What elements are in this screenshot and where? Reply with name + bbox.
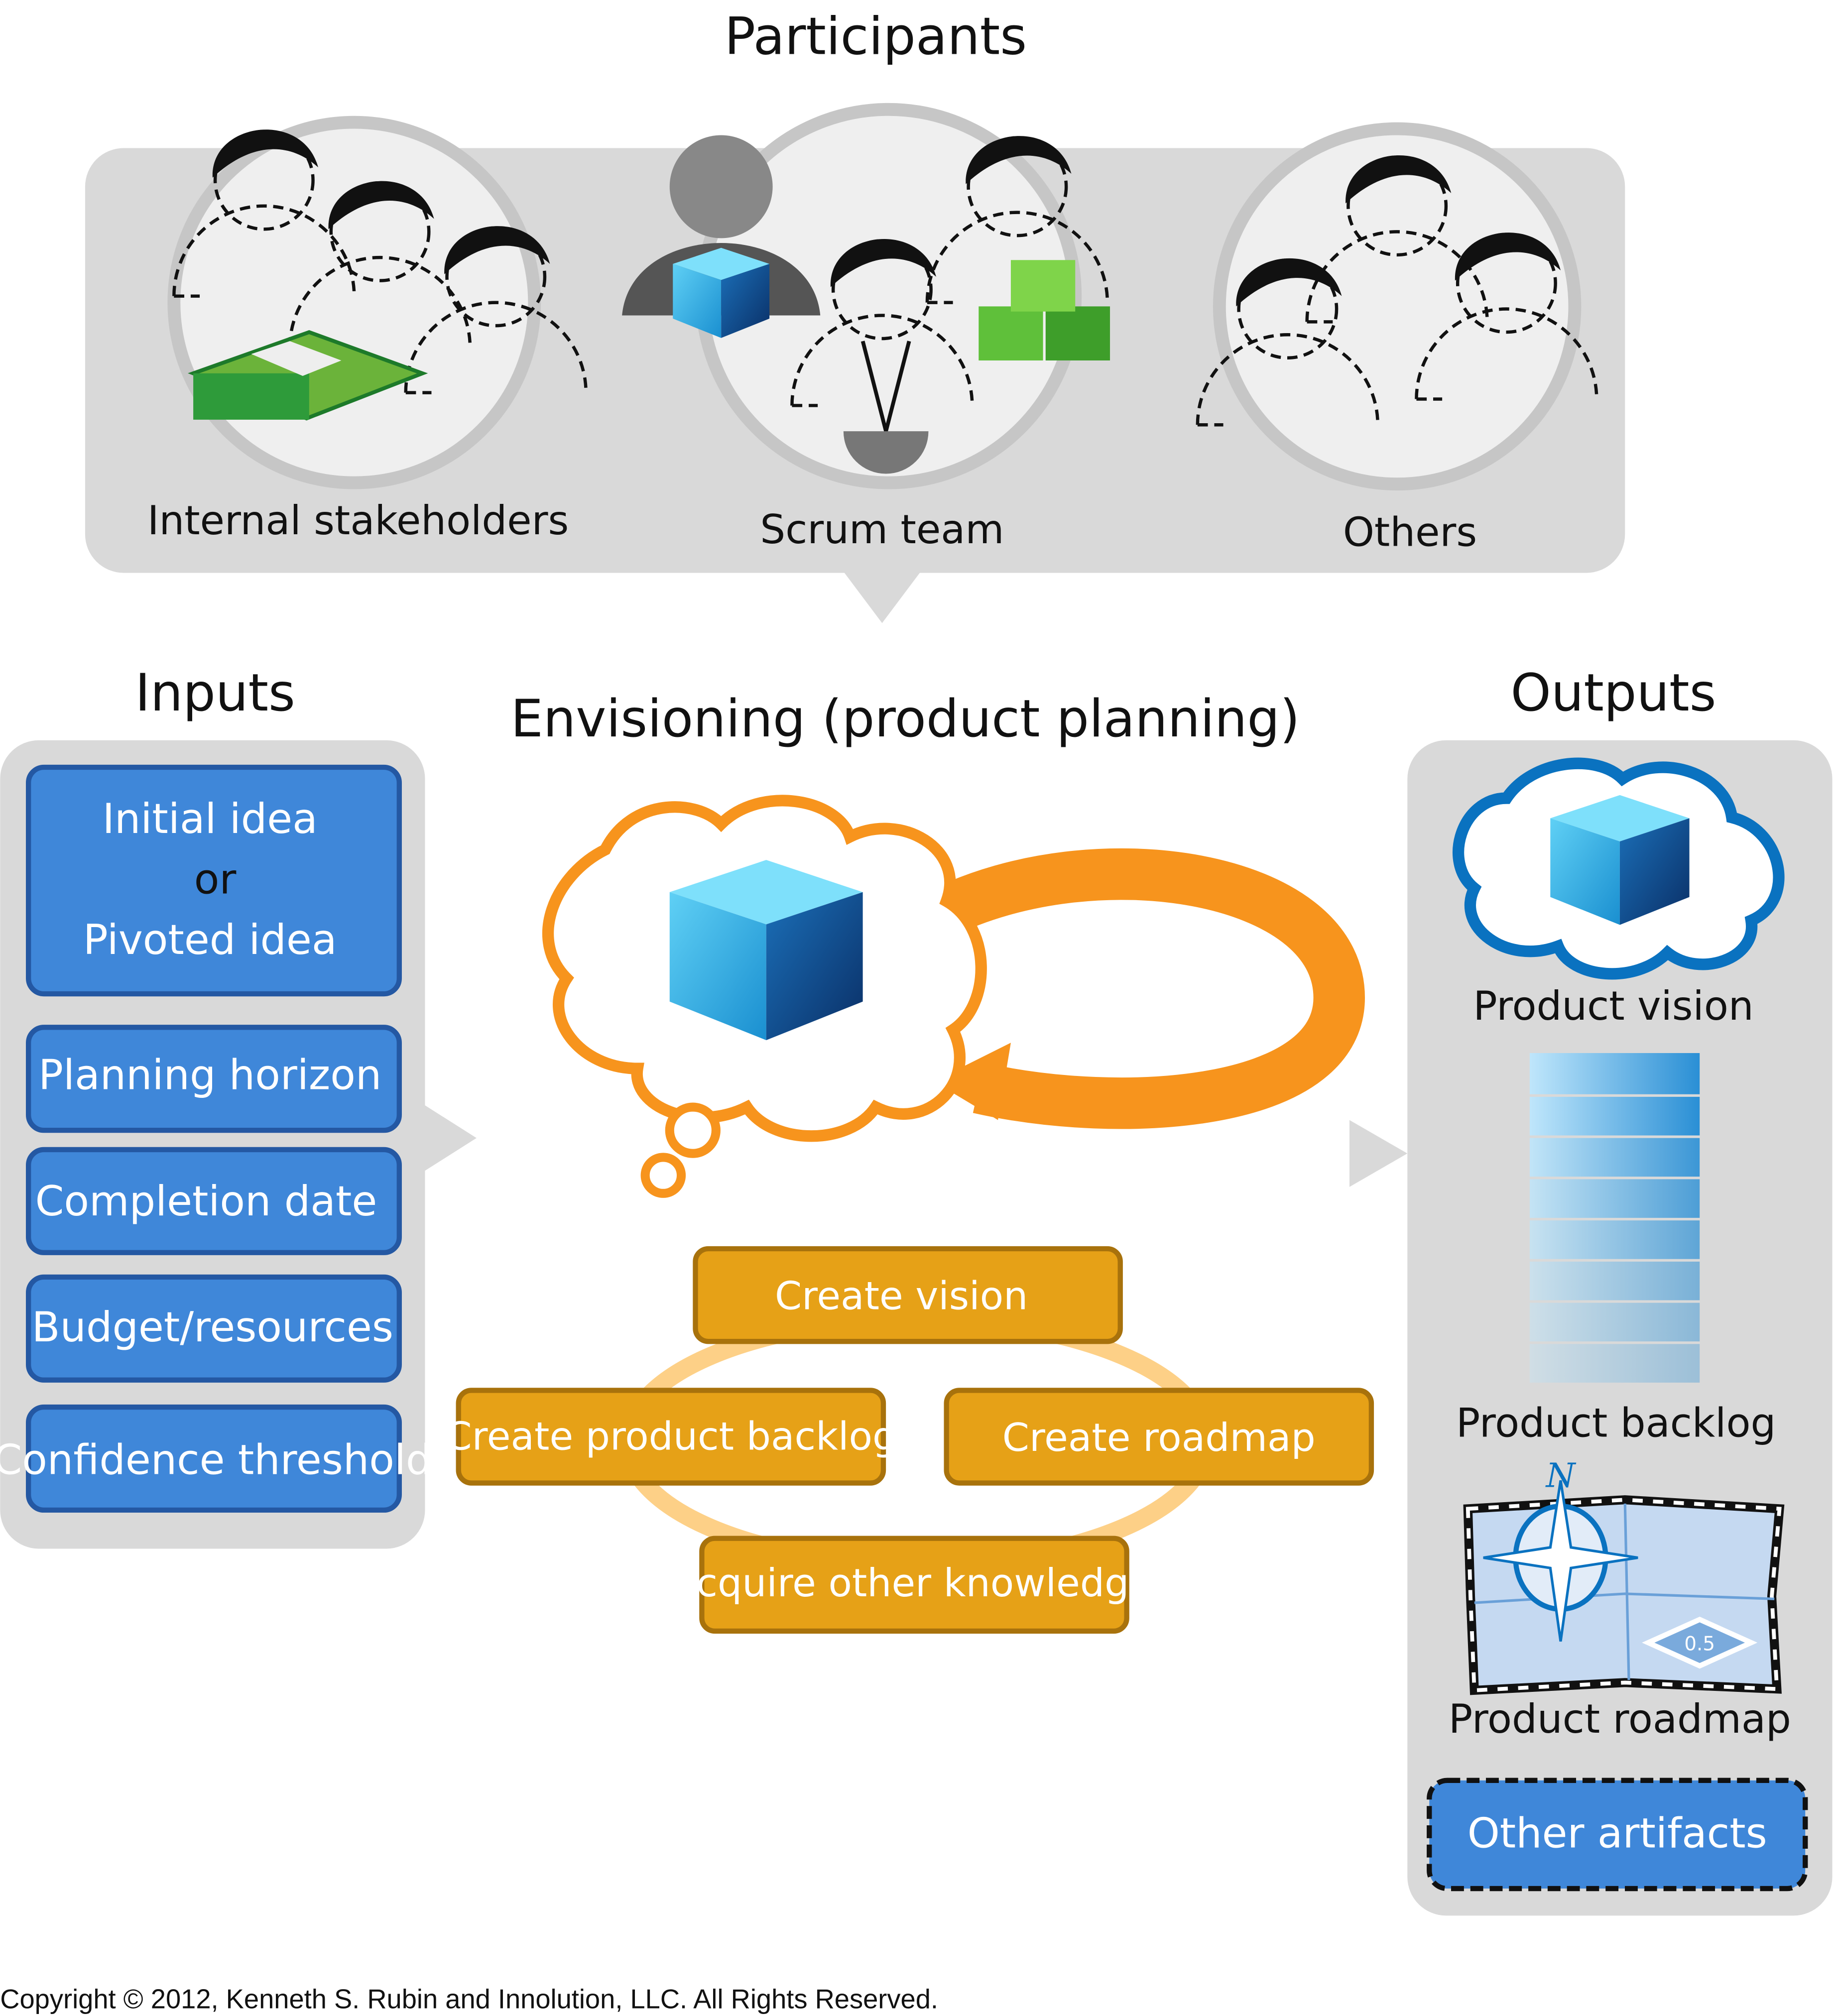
map-icon: N 0.5: [1463, 1456, 1785, 1695]
svg-text:Initial idea: Initial idea: [103, 795, 318, 843]
compass-north-label: N: [1545, 1456, 1577, 1495]
output-product-backlog: Product backlog: [1456, 1053, 1776, 1446]
participants-title: Participants: [725, 7, 1027, 67]
output-other-artifacts: Other artifacts: [1427, 1778, 1808, 1892]
activity-create-roadmap: Create roadmap: [944, 1388, 1374, 1486]
others-label: Others: [1343, 509, 1477, 555]
loop-arrow: [928, 848, 1365, 1129]
activity-acquire-other-knowledge: Acquire other knowledge: [671, 1536, 1153, 1634]
svg-text:Product vision: Product vision: [1473, 983, 1753, 1029]
svg-text:Create roadmap: Create roadmap: [1002, 1416, 1316, 1460]
envisioning-title: Envisioning (product planning): [510, 689, 1300, 749]
svg-text:Create product backlog: Create product backlog: [445, 1414, 897, 1459]
svg-text:Planning horizon: Planning horizon: [38, 1051, 381, 1099]
internal-stakeholders-label: Internal stakeholders: [147, 497, 569, 544]
output-product-vision: Product vision: [1453, 757, 1785, 1029]
whistle-icon: [843, 341, 929, 474]
product-owner-icon: [622, 135, 821, 338]
money-icon: [188, 330, 428, 421]
input-planning-horizon: Planning horizon: [25, 1025, 402, 1133]
group-internal-stakeholders: Internal stakeholders: [147, 116, 586, 544]
thought-cloud: [542, 795, 987, 1198]
svg-text:or: or: [194, 855, 237, 903]
svg-text:Create vision: Create vision: [775, 1274, 1028, 1319]
activity-create-vision: Create vision: [693, 1246, 1123, 1344]
outputs-title: Outputs: [1510, 663, 1716, 723]
output-product-roadmap: N 0.5 Product roadmap: [1449, 1456, 1791, 1742]
version-badge: 0.5: [1684, 1633, 1715, 1656]
input-confidence-threshold: Confidence threshold: [0, 1404, 432, 1513]
svg-text:Completion date: Completion date: [35, 1177, 377, 1225]
scrum-team-label: Scrum team: [760, 506, 1004, 553]
copyright-notice: Copyright © 2012, Kenneth S. Rubin and I…: [0, 1984, 938, 2014]
svg-text:Acquire other knowledge: Acquire other knowledge: [671, 1561, 1153, 1606]
svg-text:Confidence threshold: Confidence threshold: [0, 1435, 432, 1484]
svg-text:Pivoted idea: Pivoted idea: [83, 916, 337, 964]
input-initial-idea: Initial idea or Pivoted idea: [25, 764, 402, 997]
input-completion-date: Completion date: [25, 1147, 402, 1255]
product-cube-icon: [669, 860, 863, 1041]
input-budget-resources: Budget/resources: [25, 1274, 402, 1383]
activity-create-product-backlog: Create product backlog: [445, 1388, 897, 1486]
group-others: Others: [1198, 122, 1597, 555]
svg-text:Other artifacts: Other artifacts: [1468, 1809, 1767, 1857]
svg-text:Budget/resources: Budget/resources: [32, 1303, 393, 1351]
backlog-stack-icon: [1529, 1053, 1700, 1383]
outputs-pointer: [1349, 1120, 1408, 1187]
group-scrum-team: Scrum team: [622, 103, 1110, 553]
green-blocks-icon: [979, 260, 1110, 360]
inputs-pointer: [423, 1104, 477, 1172]
svg-text:Product backlog: Product backlog: [1456, 1400, 1776, 1446]
svg-text:Product roadmap: Product roadmap: [1449, 1696, 1791, 1742]
inputs-title: Inputs: [135, 663, 295, 723]
participants-pointer: [843, 571, 921, 623]
